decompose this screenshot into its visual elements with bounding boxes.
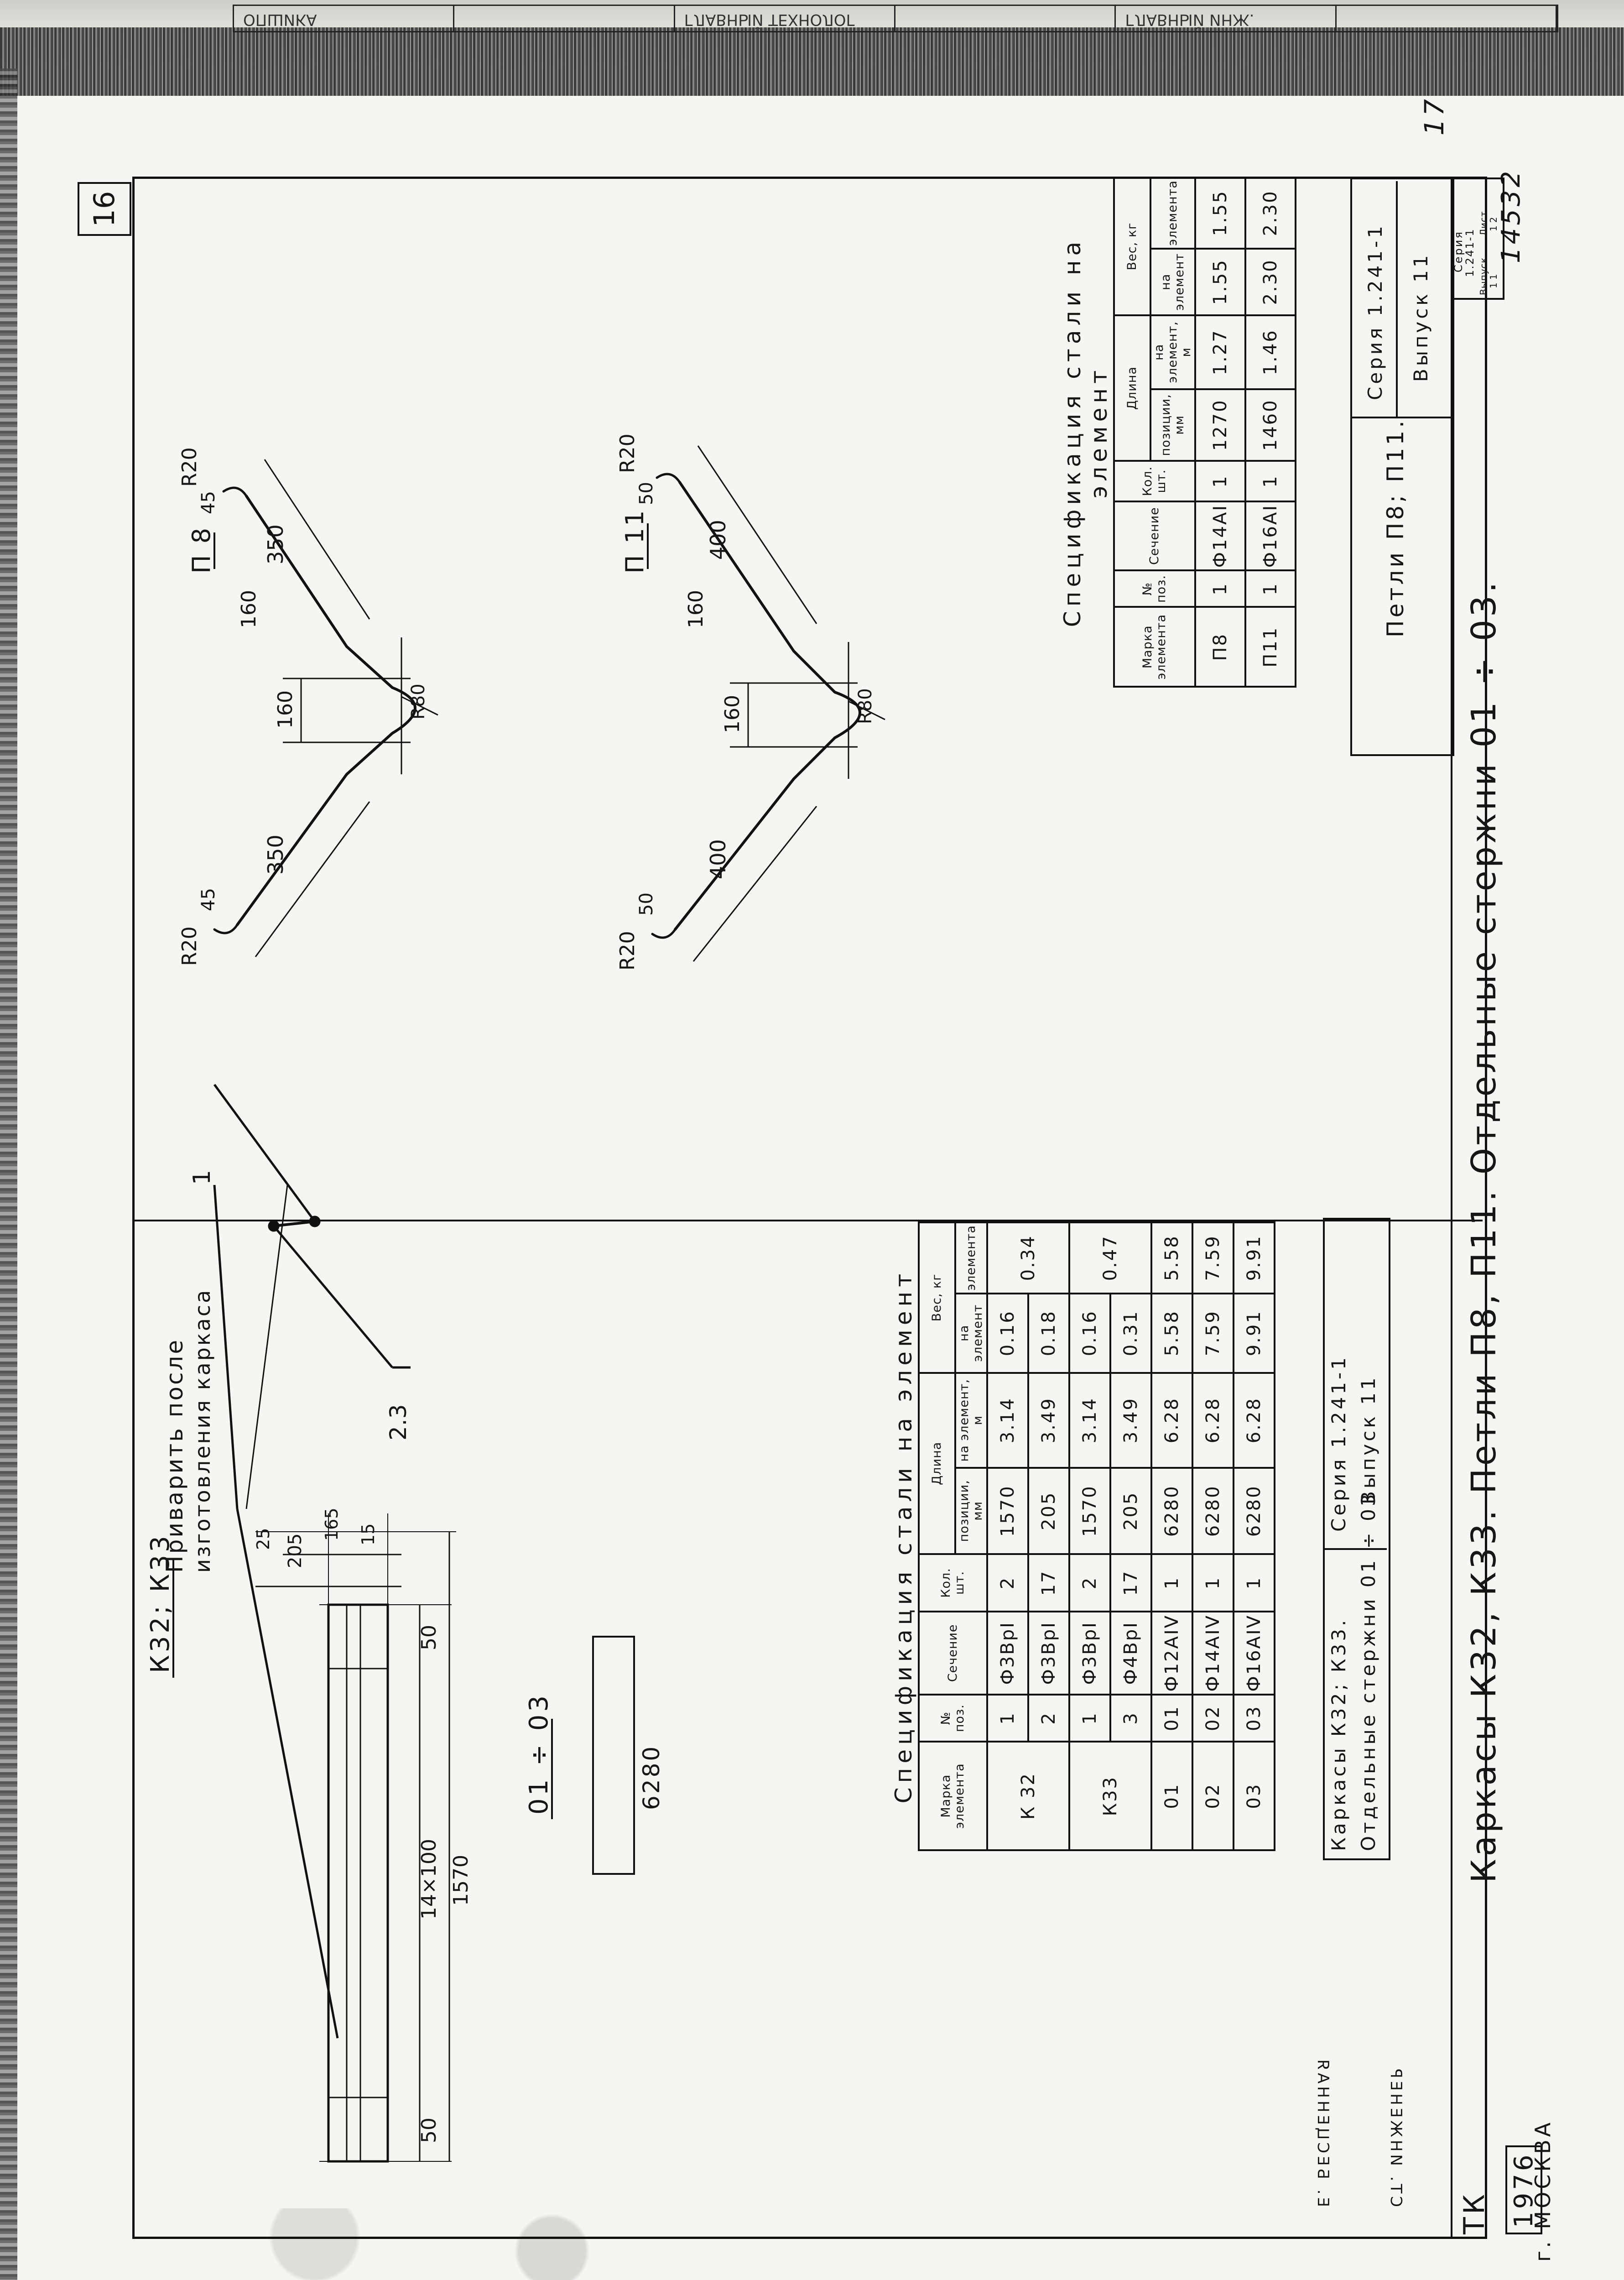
- dim-50-left: 50: [417, 2118, 441, 2143]
- corner-series-label: Серия: [1452, 230, 1465, 272]
- col-w-elem: на элемент: [1150, 248, 1195, 316]
- cell-len-pos: 1460: [1245, 389, 1296, 461]
- loop-p8-rise: 160: [237, 590, 260, 628]
- loop-p8-shape: [236, 495, 416, 926]
- col-pos: № поз.: [1114, 570, 1195, 607]
- cell-pos: 1: [1195, 570, 1245, 607]
- loop-p8-width: 160: [274, 690, 297, 729]
- loop-p11-hook-left: 50: [636, 892, 657, 916]
- binding-cell: [895, 6, 1116, 31]
- loop-p11-leg-right: 400: [706, 520, 730, 560]
- col-length: Длина: [1114, 315, 1150, 461]
- loop-p11-leg-left: 400: [706, 839, 730, 879]
- loop-p11-shape: [674, 481, 861, 931]
- col-w-total: элемента: [1150, 177, 1195, 249]
- dim-50-right: 50: [417, 1625, 441, 1650]
- col-len-pos: позиции, мм: [1150, 389, 1195, 461]
- drawing-sheet: 16 17 14532 ТК 1976 г. МОСКВА Е. БЕСЦЕНН…: [0, 90, 1555, 2280]
- dim-25: 25: [253, 1528, 273, 1550]
- loop-p11-bend-radius: R80: [855, 688, 876, 724]
- loop-p8-hook-right: 45: [198, 491, 219, 514]
- corner-issue-label: Выпуск: [1478, 257, 1489, 296]
- cell-len-pos: 1270: [1195, 389, 1245, 461]
- cell-section: Ф16АI: [1245, 501, 1296, 571]
- col-len-elem: на элемент, м: [1150, 315, 1195, 389]
- col-qty: Кол. шт.: [1114, 461, 1195, 501]
- loop-p11-hook-right: 50: [636, 482, 657, 505]
- binding-cell: ГЛАВНЫЙ ТЕХНОЛОГ: [675, 6, 895, 31]
- cell-mark: П11: [1245, 607, 1296, 687]
- col-weight: Вес, кг: [1114, 177, 1150, 316]
- corner-series: 1.241-1: [1463, 228, 1476, 277]
- loop-p11-end-radius-right: R20: [616, 433, 639, 473]
- loop-p8-end-radius-left: R20: [178, 926, 201, 966]
- binding-signature-strip: ОПШИКА ГЛАВНЫЙ ТЕХНОЛОГ ГЛАВНЫЙ ИНЖ.: [233, 5, 1558, 32]
- weld-leader-1: 1: [188, 1170, 216, 1185]
- binding-cell: ГЛАВНЫЙ ИНЖ.: [1116, 6, 1337, 31]
- right-title-series: Серия 1.241-1: [1364, 223, 1386, 400]
- loop-p11-label: П 11: [620, 509, 649, 574]
- loop-p11-rise: 160: [684, 590, 708, 628]
- weld-leader-23: 2.3: [385, 1404, 411, 1440]
- loop-drawings: П 8 350 350 160 160 R80 R20 R20 45 45 П …: [178, 433, 885, 970]
- right-title-block-row: [1396, 181, 1398, 418]
- binding-cell: ОПШИКА: [234, 6, 455, 31]
- cell-w-total: 2.30: [1245, 177, 1296, 249]
- cell-w-elem: 2.30: [1245, 248, 1296, 316]
- loop-p8-leg-right: 350: [263, 524, 288, 564]
- loop-p8-label: П 8: [187, 526, 216, 574]
- cell-qty: 1: [1245, 461, 1296, 501]
- weld-note-line1: Приварить после: [161, 1338, 188, 1573]
- col-mark: Марка элемента: [1114, 607, 1195, 687]
- scan-dark-band: [0, 27, 1624, 96]
- cage-view: [213, 1084, 635, 2163]
- right-spec-table: Спецификация стали на элемент Марка элем…: [1058, 177, 1296, 688]
- corner-issue: 11: [1488, 271, 1499, 288]
- loop-p8-leg-left: 350: [263, 835, 288, 875]
- binding-cell: [1336, 6, 1557, 31]
- weld-note-line2: изготовления каркаса: [190, 1289, 215, 1573]
- table-row: П11 1 Ф16АI 1 1460 1.46 2.30 2.30: [1245, 177, 1296, 687]
- left-drawings: К32; К33 01 ÷ 03 6280 50 14×100 50 1570 …: [146, 1084, 665, 2163]
- loop-p11-width: 160: [721, 695, 744, 733]
- loop-p8-bend-radius: R80: [408, 683, 429, 720]
- corner-sheet: 12: [1488, 214, 1499, 231]
- cell-mark: П8: [1195, 607, 1245, 687]
- cell-len-elem: 1.46: [1245, 315, 1296, 389]
- dim-205: 205: [285, 1534, 306, 1568]
- corner-sheet-label: Лист: [1478, 211, 1489, 236]
- loop-p8-end-radius-right: R20: [178, 447, 201, 487]
- scan-speckle: [137, 2208, 730, 2280]
- right-table-caption: Спецификация стали на элемент: [1058, 177, 1114, 687]
- scan-edge-left: [0, 68, 17, 2280]
- cell-len-elem: 1.27: [1195, 315, 1245, 389]
- cell-section: Ф14АI: [1195, 501, 1245, 571]
- view-label-k32-k33: К32; К33: [146, 1533, 175, 1673]
- dim-14x100: 14×100: [417, 1839, 441, 1920]
- right-title-issue: Выпуск 11: [1410, 252, 1432, 382]
- cell-w-elem: 1.55: [1195, 248, 1245, 316]
- view-label-01-03: 01 ÷ 03: [524, 1693, 554, 1815]
- dim-165: 165: [322, 1508, 342, 1541]
- cell-qty: 1: [1195, 461, 1245, 501]
- bar-length: 6280: [638, 1745, 665, 1810]
- binding-cell: [454, 6, 675, 31]
- col-section: Сечение: [1114, 501, 1195, 571]
- dim-1570: 1570: [449, 1855, 473, 1906]
- dim-15: 15: [358, 1523, 378, 1545]
- cell-pos: 1: [1245, 570, 1296, 607]
- loop-p11-end-radius-left: R20: [616, 931, 639, 970]
- cell-w-total: 1.55: [1195, 177, 1245, 249]
- table-row: П8 1 Ф14АI 1 1270 1.27 1.55 1.55: [1195, 177, 1245, 687]
- loop-p8-hook-left: 45: [198, 888, 219, 911]
- right-title-name: Петли П8; П11.: [1382, 417, 1409, 637]
